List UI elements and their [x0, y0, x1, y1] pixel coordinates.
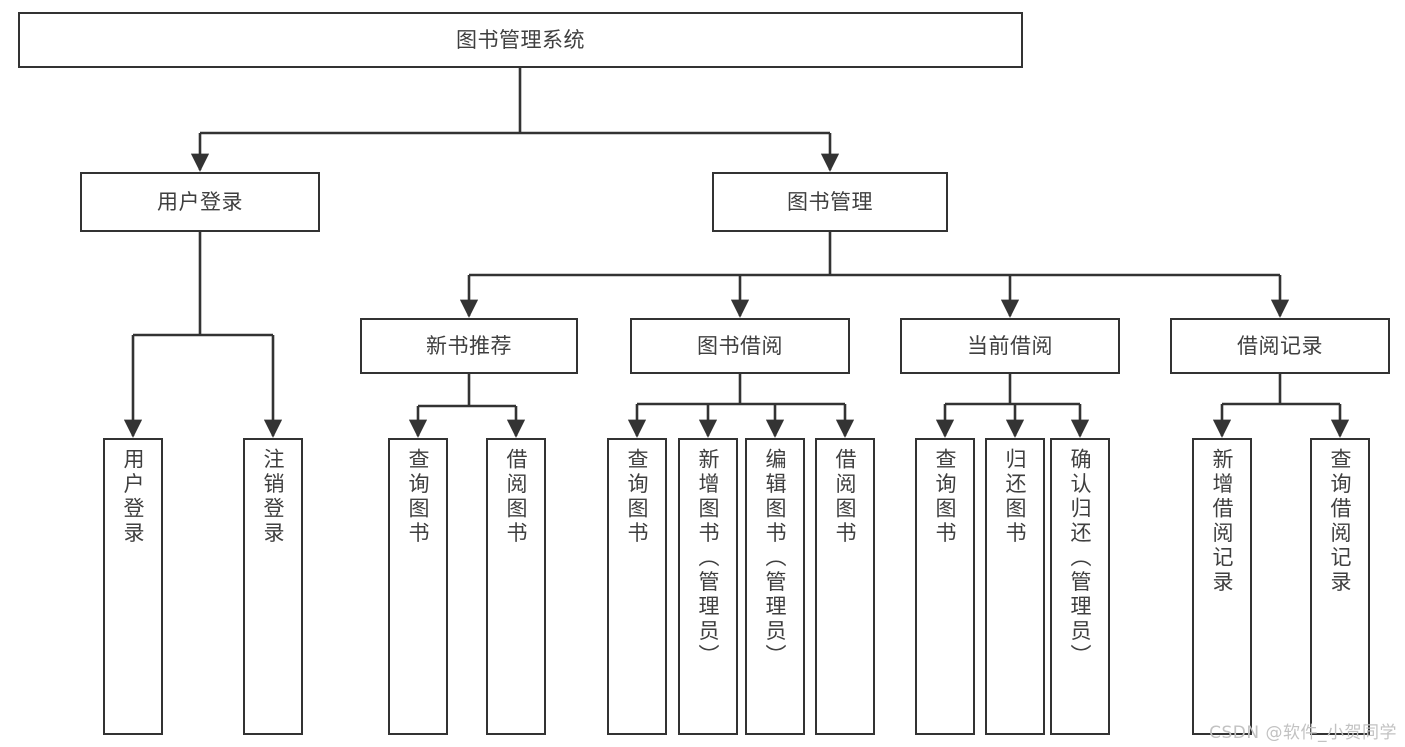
node-current-borrow[interactable]: 当前借阅 [900, 318, 1120, 374]
node-leaf-query-book-1[interactable]: 查询图书 [388, 438, 448, 735]
node-current-borrow-label: 当前借阅 [967, 333, 1053, 358]
node-leaf-borrow-book-1[interactable]: 借阅图书 [486, 438, 546, 735]
node-leaf-query-book-3[interactable]: 查询图书 [915, 438, 975, 735]
node-leaf-add-book[interactable]: 新增图书（管理员） [678, 438, 738, 735]
node-leaf-confirm-return-label: 确认归还（管理员） [1068, 448, 1093, 669]
node-book-borrow-label: 图书借阅 [697, 333, 783, 358]
node-root[interactable]: 图书管理系统 [18, 12, 1023, 68]
node-book-borrow[interactable]: 图书借阅 [630, 318, 850, 374]
node-borrow-record-label: 借阅记录 [1237, 333, 1323, 358]
node-leaf-confirm-return[interactable]: 确认归还（管理员） [1050, 438, 1110, 735]
node-leaf-query-book-1-label: 查询图书 [406, 448, 431, 546]
node-leaf-query-record[interactable]: 查询借阅记录 [1310, 438, 1370, 735]
node-leaf-return-book-label: 归还图书 [1003, 448, 1028, 546]
node-user-login[interactable]: 用户登录 [80, 172, 320, 232]
node-leaf-logout[interactable]: 注销登录 [243, 438, 303, 735]
node-leaf-edit-book[interactable]: 编辑图书（管理员） [745, 438, 805, 735]
node-leaf-logout-label: 注销登录 [261, 448, 286, 546]
node-leaf-borrow-book-2-label: 借阅图书 [833, 448, 858, 546]
node-leaf-borrow-book-1-label: 借阅图书 [504, 448, 529, 546]
node-leaf-add-book-label: 新增图书（管理员） [696, 448, 721, 669]
node-new-book-recommend-label: 新书推荐 [426, 333, 512, 358]
node-root-label: 图书管理系统 [456, 27, 585, 52]
node-new-book-recommend[interactable]: 新书推荐 [360, 318, 578, 374]
node-leaf-user-login[interactable]: 用户登录 [103, 438, 163, 735]
watermark: CSDN @软件_小贺同学 [1209, 723, 1397, 743]
node-leaf-query-record-label: 查询借阅记录 [1328, 448, 1353, 595]
node-leaf-query-book-2-label: 查询图书 [625, 448, 650, 546]
node-leaf-add-record[interactable]: 新增借阅记录 [1192, 438, 1252, 735]
node-borrow-record[interactable]: 借阅记录 [1170, 318, 1390, 374]
node-user-login-label: 用户登录 [157, 189, 243, 214]
node-leaf-user-login-label: 用户登录 [121, 448, 146, 546]
node-leaf-edit-book-label: 编辑图书（管理员） [763, 448, 788, 669]
node-leaf-query-book-3-label: 查询图书 [933, 448, 958, 546]
node-book-manage[interactable]: 图书管理 [712, 172, 948, 232]
node-leaf-query-book-2[interactable]: 查询图书 [607, 438, 667, 735]
node-leaf-return-book[interactable]: 归还图书 [985, 438, 1045, 735]
node-book-manage-label: 图书管理 [787, 189, 873, 214]
node-leaf-add-record-label: 新增借阅记录 [1210, 448, 1235, 595]
node-leaf-borrow-book-2[interactable]: 借阅图书 [815, 438, 875, 735]
